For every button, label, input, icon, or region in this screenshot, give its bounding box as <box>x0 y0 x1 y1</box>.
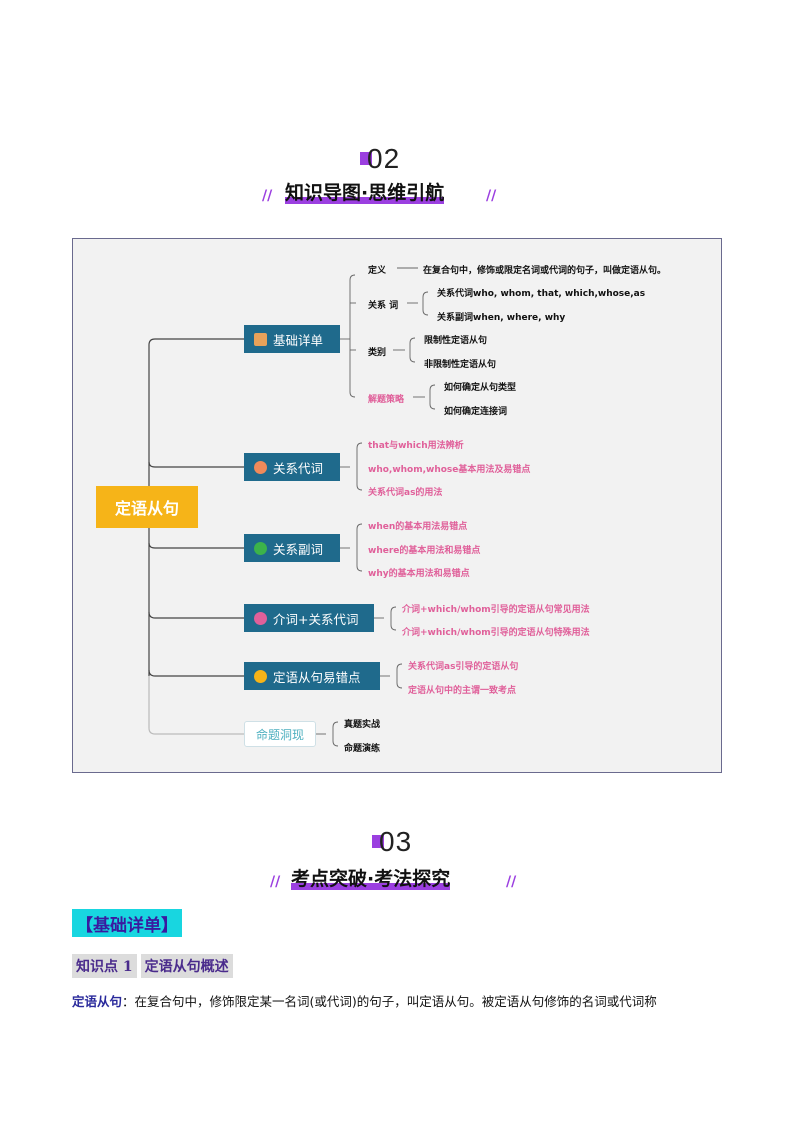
box-icon <box>254 332 267 346</box>
branch-item: 关系代词as的用法 <box>368 488 443 498</box>
title-deco-left: // <box>270 874 281 890</box>
mindmap-root: 定语从句 <box>96 486 198 528</box>
branch-relative-adverb: 关系副词 <box>244 534 340 562</box>
section-number: 03 <box>372 826 412 858</box>
knowledge-point-number: 知识点 1 <box>72 954 137 978</box>
sub-item: 非限制性定语从句 <box>424 360 497 370</box>
title-deco-right: // <box>486 188 497 204</box>
branch-item: where的基本用法和易错点 <box>368 546 481 556</box>
knowledge-point-title: 定语从句概述 <box>140 954 233 978</box>
sub-label: 定义 <box>368 266 387 276</box>
branch-item: 命题演练 <box>344 744 381 754</box>
star-icon <box>254 541 267 555</box>
star-icon <box>254 669 267 683</box>
branch-item: 真题实战 <box>344 720 381 730</box>
sub-item: 关系副词when, where, why <box>437 313 566 323</box>
branch-common-errors: 定语从句易错点 <box>244 662 380 690</box>
sub-label: 解题策略 <box>368 395 405 405</box>
branch-item: 定语从句中的主谓一致考点 <box>408 686 517 696</box>
body-paragraph: 定语从句：在复合句中，修饰限定某一名词(或代词)的句子，叫定语从句。被定语从句修… <box>72 991 657 1010</box>
sub-item: 限制性定语从句 <box>424 336 488 346</box>
definition-text: ：在复合句中，修饰限定某一名词(或代词)的句子，叫定语从句。被定语从句修饰的名词… <box>122 994 657 1009</box>
star-icon <box>254 460 267 474</box>
title-deco-right: // <box>506 874 517 890</box>
section-number-marker <box>360 152 372 165</box>
section-tag: 【基础详单】 <box>72 909 182 937</box>
branch-item: 介词+which/whom引导的定语从句特殊用法 <box>402 628 590 638</box>
sub-label: 关系 词 <box>368 301 399 311</box>
branch-prep-relative-pronoun: 介词+关系代词 <box>244 604 374 632</box>
branch-exam-trends: 命题洞现 <box>244 721 316 747</box>
title-deco-left: // <box>262 188 273 204</box>
sub-item: 如何确定从句类型 <box>444 383 517 393</box>
branch-basic-details: 基础详单 <box>244 325 340 353</box>
section-title: 知识导图·思维引航 <box>285 182 445 204</box>
branch-relative-pronoun: 关系代词 <box>244 453 340 481</box>
sub-label: 类别 <box>368 348 387 358</box>
branch-item: who,whom,whose基本用法及易错点 <box>368 465 531 475</box>
sub-item: 在复合句中，修饰或限定名词或代词的句子，叫做定语从句。 <box>423 266 667 276</box>
section-number: 02 <box>360 143 400 175</box>
branch-item: 关系代词as引导的定语从句 <box>408 662 519 672</box>
star-icon <box>254 611 267 625</box>
branch-item: why的基本用法和易错点 <box>368 569 470 579</box>
section-number-marker <box>372 835 384 848</box>
sub-item: 关系代词who, whom, that, which,whose,as <box>437 289 646 299</box>
branch-item: when的基本用法易错点 <box>368 522 468 532</box>
term: 定语从句 <box>72 994 123 1009</box>
sub-item: 如何确定连接词 <box>444 407 508 417</box>
branch-item: that与which用法辨析 <box>368 441 464 451</box>
section-title: 考点突破·考法探究 <box>291 868 451 890</box>
branch-item: 介词+which/whom引导的定语从句常见用法 <box>402 605 590 615</box>
knowledge-point-heading: 知识点 1 定语从句概述 <box>72 954 233 978</box>
